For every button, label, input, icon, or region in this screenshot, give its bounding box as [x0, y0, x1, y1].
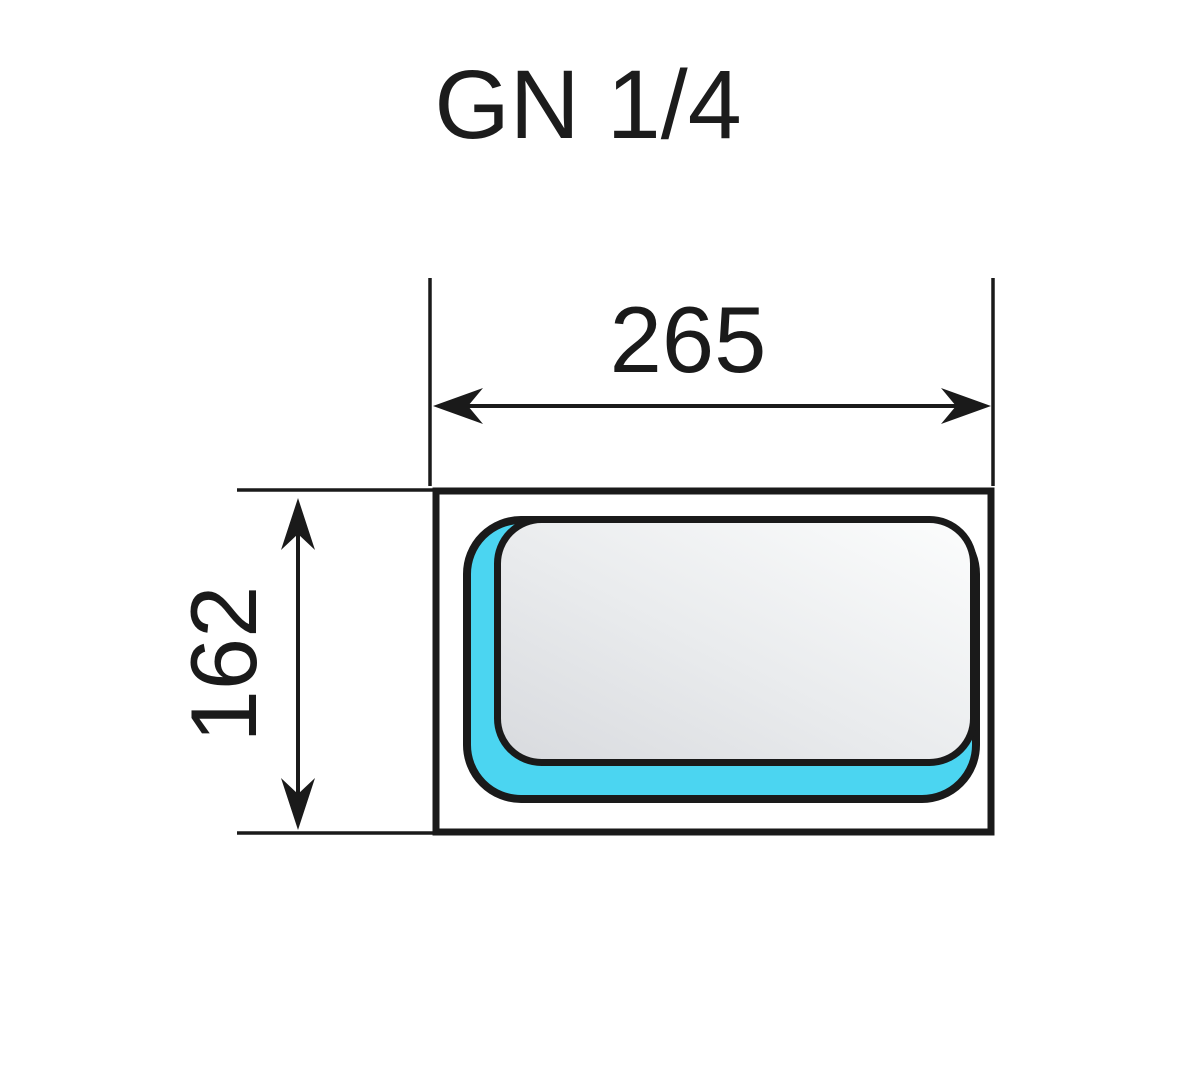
pan-bottom-rounded-rect — [494, 516, 977, 766]
dimension-width: 265 — [428, 278, 995, 486]
dimension-height: 162 — [171, 488, 434, 835]
width-arrowhead-right-icon — [941, 388, 991, 424]
pan-top-view — [432, 487, 995, 836]
width-dimension-label: 265 — [610, 287, 767, 392]
height-dimension-label: 162 — [171, 586, 276, 743]
height-arrowhead-top-icon — [281, 498, 315, 550]
height-arrowhead-bottom-icon — [281, 778, 315, 830]
width-arrowhead-left-icon — [433, 388, 483, 424]
drawing-title: GN 1/4 — [434, 50, 742, 159]
